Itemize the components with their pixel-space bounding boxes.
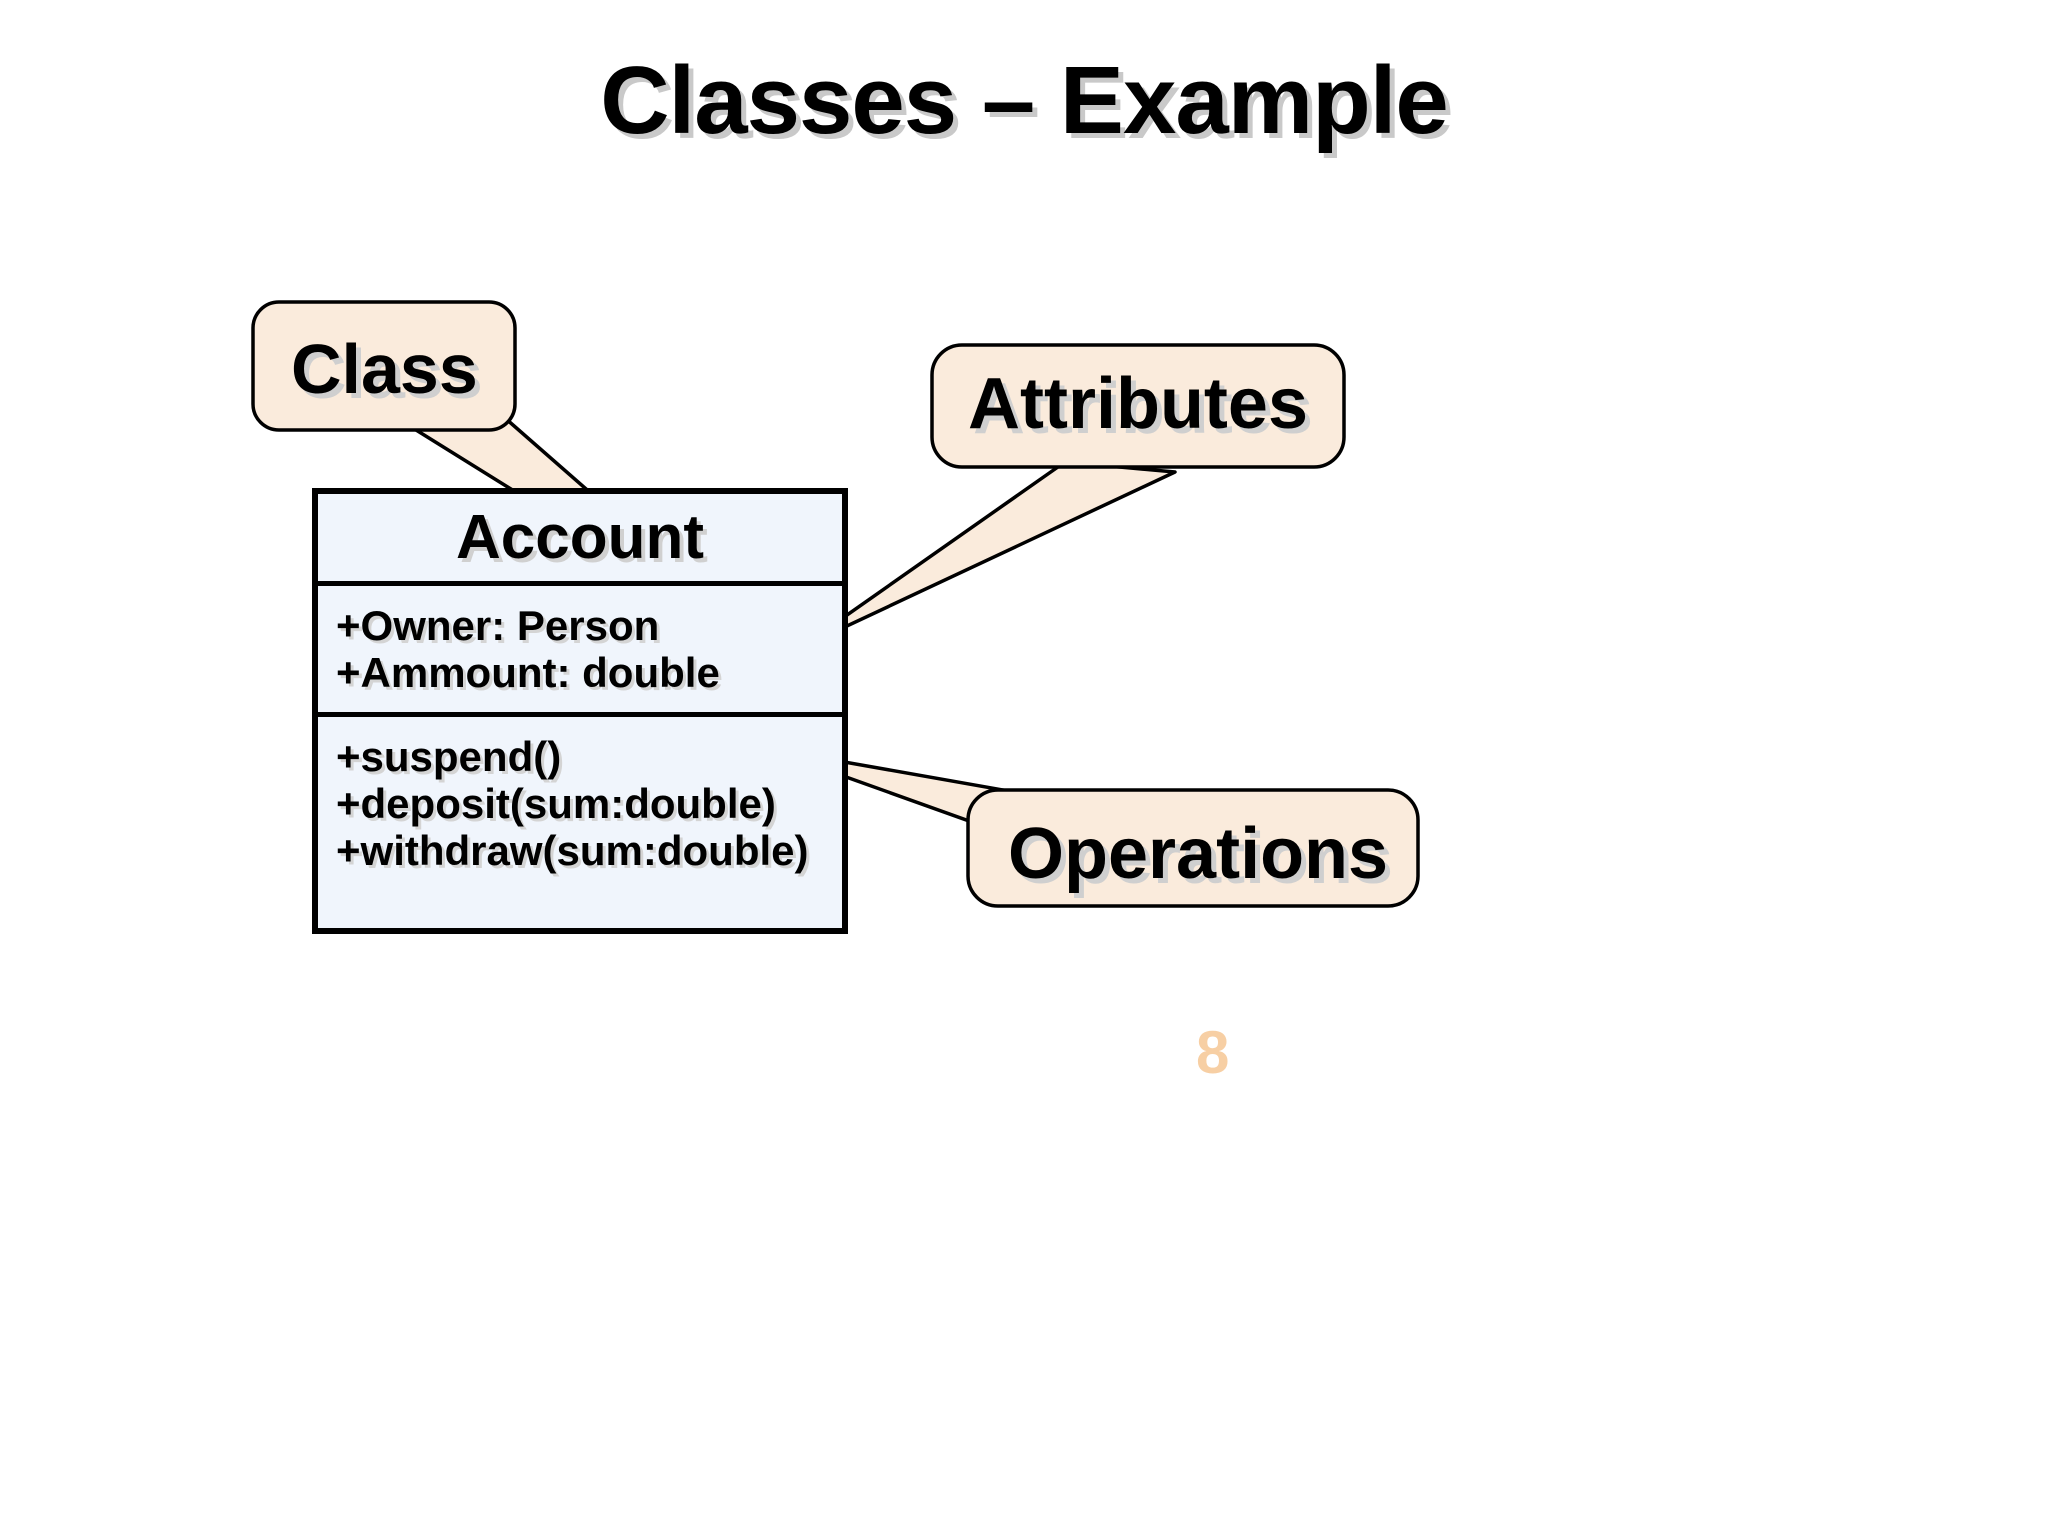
operations-compartment: +suspend() +deposit(sum:double) +withdra…	[318, 717, 842, 928]
attribute-row: +Ammount: double	[336, 649, 720, 697]
operation-row: +deposit(sum:double)	[336, 780, 776, 828]
operation-row: +withdraw(sum:double)	[336, 827, 809, 875]
attribute-row: +Owner: Person	[336, 602, 660, 649]
page-title: Classes – Example	[600, 47, 1449, 154]
callout-attributes-tail	[798, 460, 1177, 650]
callout-label-class: Class	[291, 330, 478, 408]
class-name-label: Account	[456, 502, 704, 572]
operation-row: +suspend()	[336, 733, 562, 780]
class-name-compartment: Account	[318, 494, 842, 586]
page-number: 8	[1196, 1019, 1230, 1086]
attributes-compartment: +Owner: Person +Ammount: double	[318, 586, 842, 717]
uml-class-box[interactable]: Account +Owner: Person +Ammount: double …	[312, 488, 848, 934]
callout-label-attributes: Attributes	[968, 364, 1308, 444]
callout-label-operations: Operations	[1008, 814, 1389, 894]
